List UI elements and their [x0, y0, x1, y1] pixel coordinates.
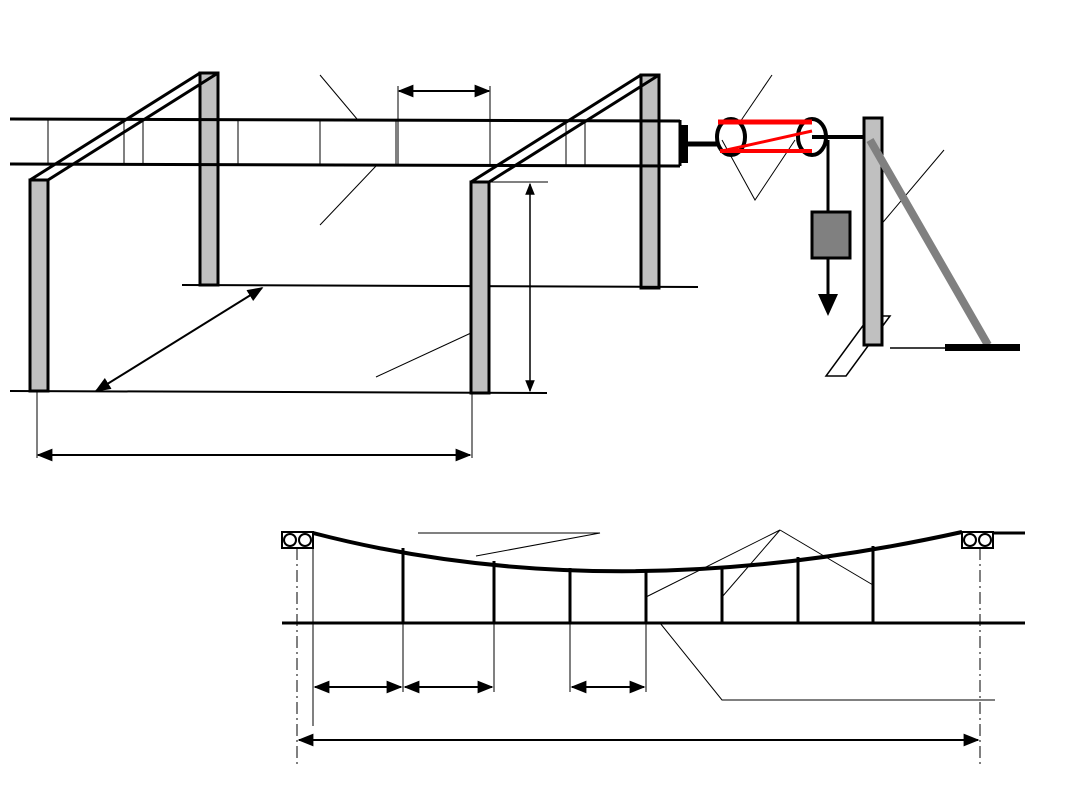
profile-leaders [418, 529, 995, 701]
catenary-profile-view [281, 529, 1025, 768]
leader-lines [319, 74, 945, 378]
back-left-post [198, 71, 220, 287]
front-left-post [28, 178, 50, 393]
front-right-post [469, 180, 491, 395]
strut [866, 138, 992, 347]
left-crossbar [29, 71, 219, 182]
pulley-left [715, 117, 747, 157]
span-dimension-top [397, 84, 491, 165]
depth-dimension [94, 287, 264, 392]
pulley-system [715, 117, 875, 316]
portal-structure-view [9, 71, 1020, 462]
width-dimension [36, 391, 473, 462]
belt-diagonal [721, 129, 813, 153]
back-right-post [639, 73, 661, 290]
dropper-spacing-dimensions [312, 548, 647, 726]
mast-post [862, 116, 884, 347]
down-arrow-icon [818, 294, 838, 316]
centerlines [296, 548, 981, 768]
back-ground-line [181, 284, 699, 288]
anchor-bar [945, 344, 1020, 351]
left-support [281, 531, 314, 549]
droppers [401, 546, 875, 623]
front-ground-line [9, 390, 548, 394]
messenger-cable [312, 530, 963, 574]
right-support [961, 531, 994, 549]
right-crossbar [470, 73, 660, 184]
counterweight [810, 210, 852, 260]
height-dimension [489, 181, 548, 393]
anchor-mast [824, 116, 1020, 377]
